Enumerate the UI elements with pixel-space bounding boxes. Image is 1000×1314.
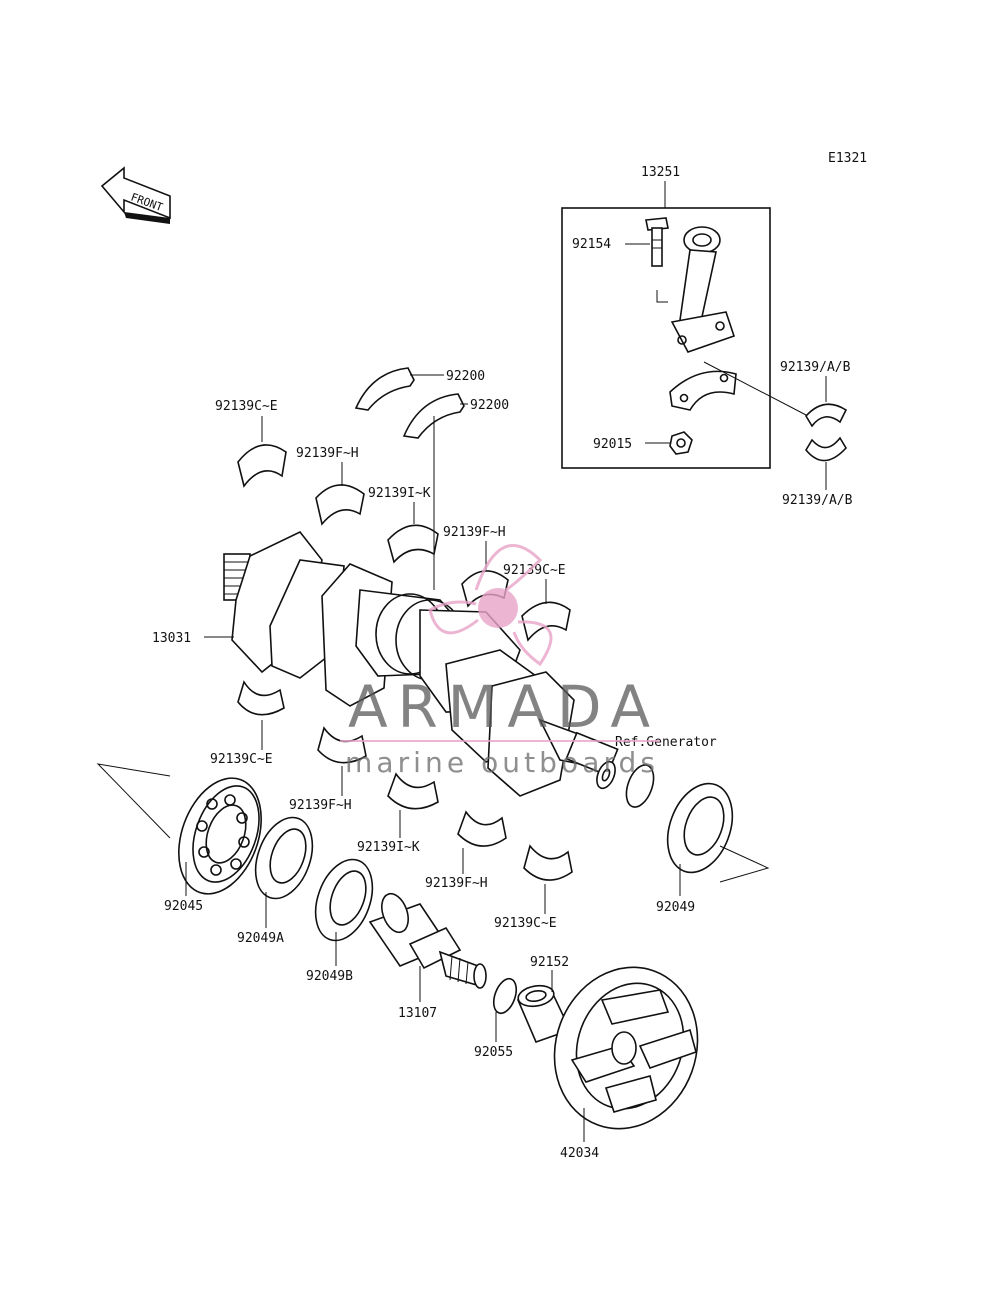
rod-cap-icon	[669, 370, 737, 411]
main-bearing-lower-5-icon	[523, 844, 573, 881]
part-label-92139ce-1: 92139C~E	[215, 399, 278, 414]
ref-generator-label: Ref.Generator	[615, 735, 717, 750]
rod-bearing-upper-icon	[805, 403, 848, 428]
watermark-logo-icon	[428, 543, 553, 667]
part-label-92049b: 92049B	[306, 969, 353, 984]
connecting-rod-icon	[670, 226, 736, 353]
main-bearing-upper-3-icon	[387, 524, 439, 564]
oil-seal-generator-icon	[666, 782, 734, 874]
o-ring-icon	[492, 977, 518, 1015]
part-label-92139ik-2: 92139I~K	[357, 840, 420, 855]
oil-seal-b-icon	[314, 858, 374, 942]
part-label-92139ik-1: 92139I~K	[368, 486, 431, 501]
part-label-92139fh-4: 92139F~H	[425, 876, 488, 891]
coupling-icon	[553, 966, 699, 1130]
main-bearing-lower-4-icon	[457, 810, 507, 847]
front-arrow-icon: FRONT	[100, 166, 171, 224]
part-label-92154: 92154	[572, 237, 611, 252]
part-label-92139fh-2: 92139F~H	[443, 525, 506, 540]
rod-bolt-icon	[645, 217, 669, 267]
oil-seal-a-icon	[254, 816, 314, 900]
part-label-92200-a: 92200	[446, 369, 485, 384]
part-label-92139ab-lower: 92139/A/B	[782, 493, 853, 508]
part-label-13251: 13251	[641, 165, 680, 180]
generator-o-ring-icon	[625, 764, 655, 808]
crankshaft-icon	[223, 531, 619, 797]
connecting-rod-group-box	[561, 207, 771, 469]
part-label-92049: 92049	[656, 900, 695, 915]
part-label-92049a: 92049A	[237, 931, 284, 946]
part-label-92152: 92152	[530, 955, 569, 970]
part-label-13107: 13107	[398, 1006, 437, 1021]
part-label-92139fh-3: 92139F~H	[289, 798, 352, 813]
part-label-92139ce-3: 92139C~E	[210, 752, 273, 767]
rod-bearing-lower-icon	[805, 436, 847, 462]
main-bearing-lower-1-icon	[237, 680, 285, 716]
part-label-13031: 13031	[152, 631, 191, 646]
part-label-92139ab-upper: 92139/A/B	[780, 360, 851, 375]
part-label-42034: 42034	[560, 1146, 599, 1161]
thrust-washer-a-icon	[354, 367, 415, 411]
diagram-code: E1321	[828, 151, 867, 166]
rod-nut-icon	[669, 431, 693, 455]
main-bearing-upper-1-icon	[237, 444, 287, 488]
main-bearing-lower-2-icon	[317, 726, 367, 764]
collar-icon	[516, 984, 572, 1044]
part-label-92139fh-1: 92139F~H	[296, 446, 359, 461]
main-bearing-upper-5-icon	[521, 601, 571, 642]
part-label-92139ce-4: 92139C~E	[494, 916, 557, 931]
drive-shaft-icon	[368, 892, 487, 989]
ball-bearing-icon	[178, 777, 262, 895]
main-bearing-lower-3-icon	[387, 772, 439, 810]
part-label-92200-b: 92200	[470, 398, 509, 413]
part-label-92015: 92015	[593, 437, 632, 452]
main-bearing-upper-2-icon	[315, 484, 365, 526]
part-label-92139ce-2: 92139C~E	[503, 563, 566, 578]
part-label-92045: 92045	[164, 899, 203, 914]
part-label-92055: 92055	[474, 1045, 513, 1060]
